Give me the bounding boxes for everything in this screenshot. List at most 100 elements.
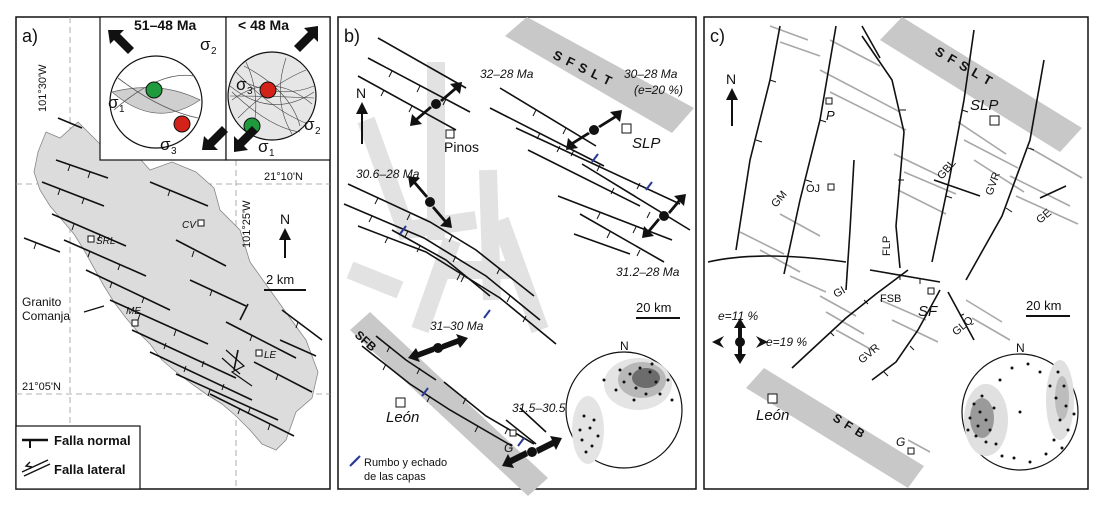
sigma1-dot bbox=[145, 81, 163, 99]
loc-leon-c: León bbox=[756, 407, 789, 424]
sfslt-band-b bbox=[505, 17, 694, 133]
label-gi: GI bbox=[832, 284, 848, 300]
panel-b-label: b) bbox=[344, 26, 360, 46]
sigma3-label-a2: σ bbox=[236, 75, 247, 94]
north-arrow-head-b bbox=[356, 102, 368, 114]
loc-cv-marker bbox=[197, 219, 205, 227]
legend-lateral: Falla lateral bbox=[54, 462, 126, 477]
scale-label-b: 20 km bbox=[636, 300, 671, 315]
panel-a: a) 51–48 Ma < 48 Ma σ 1 σ 2 σ 3 σ 3 σ 2 … bbox=[15, 16, 331, 490]
loc-leon-b: León bbox=[386, 409, 419, 426]
ext-arrow-5 bbox=[408, 334, 468, 362]
sigma2-sub-a: 2 bbox=[211, 46, 217, 57]
loc-g-marker-c bbox=[907, 447, 915, 455]
north-label-b: N bbox=[356, 85, 366, 101]
age-2: 30–28 Ma bbox=[624, 67, 678, 81]
stereonet-b bbox=[565, 351, 683, 469]
extension-arrows-b bbox=[408, 82, 686, 468]
scale-label-c: 20 km bbox=[1026, 298, 1061, 313]
loc-slp-b: SLP bbox=[632, 135, 660, 152]
e2-label: e=19 % bbox=[766, 335, 807, 349]
fault-ticks-b bbox=[368, 70, 651, 435]
ext-arrow-1 bbox=[410, 82, 462, 126]
stereonet-2 bbox=[227, 51, 317, 141]
faults-b bbox=[343, 37, 691, 447]
loc-g-marker-b bbox=[509, 429, 517, 437]
sigma1-label-a: σ bbox=[108, 93, 119, 112]
loc-pinos-marker bbox=[445, 129, 455, 139]
sfb-band-b bbox=[350, 312, 548, 496]
loc-leon-marker-b bbox=[395, 397, 406, 408]
loc-slp-c: SLP bbox=[970, 97, 998, 114]
lat1-label: 21°10'N bbox=[264, 171, 303, 183]
stereonet-c bbox=[961, 353, 1079, 471]
loc-slp-marker-c bbox=[989, 115, 1000, 126]
loc-le: LE bbox=[264, 350, 277, 361]
sigma2-sub-a2: 2 bbox=[315, 126, 321, 137]
loc-p: P bbox=[826, 108, 835, 123]
loc-srl: SRL bbox=[96, 236, 115, 247]
north-label-c: N bbox=[726, 71, 736, 87]
lateral-faults-a bbox=[221, 349, 253, 387]
strike-legend-symbol bbox=[349, 457, 359, 467]
north-label-a: N bbox=[280, 211, 290, 227]
loc-g-c: G bbox=[896, 435, 905, 449]
panel-a-label: a) bbox=[22, 26, 38, 46]
sigma3-sub-a: 3 bbox=[171, 146, 177, 157]
loc-me: ME bbox=[126, 306, 141, 317]
sigma3-dot bbox=[173, 115, 191, 133]
fault-ticks-a bbox=[33, 164, 299, 431]
loc-oj-marker bbox=[827, 183, 835, 191]
sigma3-sub-a2: 3 bbox=[247, 86, 253, 97]
granito-pointer bbox=[83, 305, 105, 313]
faults-c bbox=[707, 25, 1067, 381]
loc-cv: CV bbox=[182, 220, 197, 231]
faults-a bbox=[23, 117, 323, 437]
lon2-label: 101°25'W bbox=[241, 200, 253, 248]
sigma1-sub-a: 1 bbox=[119, 104, 125, 115]
sigma1-sub-a2: 1 bbox=[269, 148, 275, 159]
loc-g-b: G bbox=[504, 441, 513, 455]
age-2b: (e=20 %) bbox=[634, 83, 683, 97]
label-fsb: FSB bbox=[880, 293, 901, 305]
age-3: 30.6–28 Ma bbox=[356, 167, 420, 181]
loc-sf-marker bbox=[927, 287, 935, 295]
granito-label-1: Granito bbox=[22, 295, 62, 309]
loc-me-marker bbox=[131, 319, 139, 327]
legend-lateral-symbol bbox=[21, 459, 51, 477]
loc-p-marker bbox=[825, 97, 833, 105]
age-1: 32–28 Ma bbox=[480, 67, 534, 81]
loc-le-marker bbox=[255, 349, 263, 357]
north-arrow-head-c bbox=[726, 88, 738, 100]
strike-legend-1: Rumbo y echado bbox=[364, 457, 447, 469]
age-5: 31–30 Ma bbox=[430, 319, 484, 333]
loc-leon-marker-c bbox=[767, 393, 778, 404]
lon1-label: 101°30'W bbox=[37, 64, 49, 112]
granito-label-2: Comanja bbox=[22, 309, 70, 323]
fault-ticks-c bbox=[755, 79, 1035, 377]
ext-arrow-2 bbox=[566, 110, 622, 150]
e1-label: e=11 % bbox=[718, 309, 758, 323]
sfslt-band-c bbox=[880, 17, 1082, 152]
panel-c: S F S L T S F B bbox=[703, 16, 1089, 490]
stereonet-1 bbox=[109, 55, 203, 149]
ext-arrow-6 bbox=[502, 436, 562, 468]
label-flp: FLP bbox=[881, 236, 893, 256]
loc-pinos: Pinos bbox=[444, 139, 479, 155]
panel-c-label: c) bbox=[710, 26, 725, 46]
sigma3-label-a: σ bbox=[160, 135, 171, 154]
stereo2-title: < 48 Ma bbox=[238, 17, 289, 33]
strike-legend-2: de las capas bbox=[364, 471, 426, 483]
study-area bbox=[33, 121, 319, 451]
north-arrow-head-a bbox=[279, 228, 291, 240]
loc-slp-marker-b bbox=[621, 123, 632, 134]
age-4: 31.2–28 Ma bbox=[616, 265, 680, 279]
stress-arrows-a bbox=[108, 26, 318, 152]
sigma2-label-a2: σ bbox=[304, 115, 315, 134]
label-oj: OJ bbox=[806, 183, 820, 195]
stereonet-n-b: N bbox=[620, 339, 629, 353]
legend-normal: Falla normal bbox=[54, 433, 131, 448]
legend-a bbox=[15, 425, 141, 490]
stereo1-title: 51–48 Ma bbox=[134, 17, 196, 33]
